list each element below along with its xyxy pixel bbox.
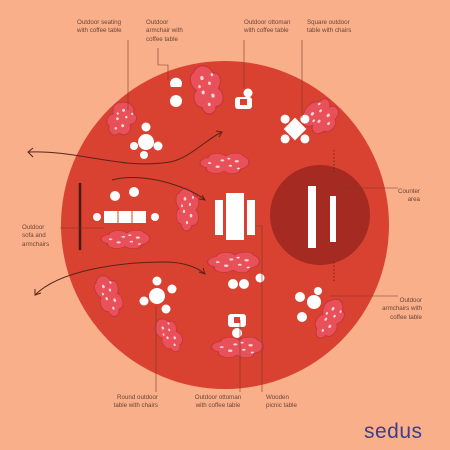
leader-lines [60, 40, 398, 392]
leader-outdoor-armchair [157, 48, 169, 80]
flow-arrow-bottom-right-head [198, 267, 206, 275]
picnic-table [215, 193, 255, 240]
label-counter-area: Counter area [397, 188, 420, 204]
leader-picnic [255, 225, 263, 392]
flow-arrow-bottom-left-head [34, 289, 42, 296]
sedus-logo: sedus [364, 420, 423, 443]
label-armchairs-right: Outdoor armchairs with coffee table [382, 297, 422, 321]
label-outdoor-seating: Outdoor seating with coffee table [77, 19, 122, 35]
outdoor-seating-top-left [130, 122, 163, 159]
flow-arrow-top-left-head [27, 147, 34, 158]
sofa-and-armchairs [93, 187, 159, 223]
armchairs-center [228, 273, 265, 289]
flow-arrow-middle [111, 177, 206, 201]
flow-arrow-top [27, 131, 223, 165]
armchairs-right [295, 287, 322, 322]
counter-bar-2 [330, 196, 336, 242]
counter-area-circle [270, 165, 370, 265]
label-ottoman-top: Outdoor ottoman with coffee table [244, 19, 291, 35]
ottoman-bottom [228, 314, 246, 338]
flow-arrow-top-right-head [215, 130, 223, 138]
counter-bar-1 [308, 186, 316, 248]
outdoor-armchair-top [170, 77, 182, 107]
label-outdoor-armchair: Outdoor armchair with coffee table [146, 19, 183, 43]
label-sofa-armchairs: Outdoor sofa and armchairs [22, 224, 50, 248]
label-round-table: Round outdoor table with chairs [113, 394, 158, 410]
label-ottoman-bottom: Outdoor ottoman with coffee table [194, 394, 242, 410]
flow-arrow-middle-head [198, 194, 206, 201]
flow-arrow-bottom [34, 261, 206, 296]
label-square-table: Square outdoor table with chairs [307, 19, 352, 35]
label-picnic-table: Wooden picnic table [266, 394, 297, 410]
round-table [139, 276, 177, 314]
ottoman-top [235, 88, 253, 109]
flow-arrows [27, 130, 223, 296]
